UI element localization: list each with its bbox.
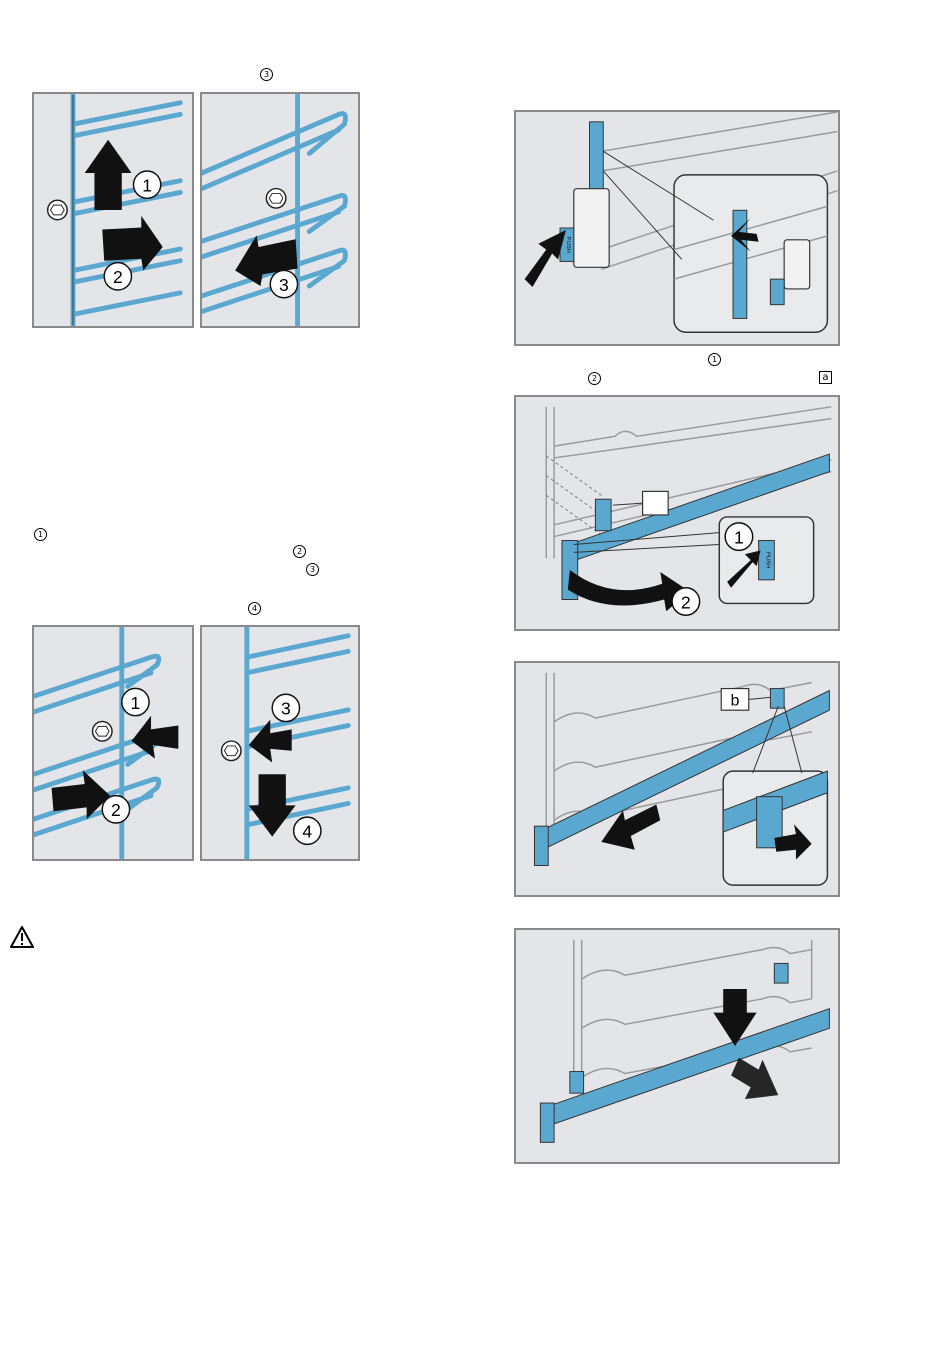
callout-3: 3 bbox=[272, 694, 299, 721]
callout-1: 1 bbox=[133, 171, 160, 198]
callout-1: 1 bbox=[725, 523, 753, 551]
svg-text:4: 4 bbox=[302, 822, 312, 842]
callout-2: 2 bbox=[672, 588, 700, 616]
arrow-left-icon bbox=[249, 720, 292, 763]
step-marker-3-top: 3 bbox=[260, 68, 273, 81]
label-marker-a: a bbox=[819, 371, 832, 384]
svg-text:2: 2 bbox=[113, 267, 123, 287]
callout-4: 4 bbox=[294, 817, 321, 844]
figure-rail-swing-out: PUSH 1 2 bbox=[514, 395, 840, 631]
svg-text:2: 2 bbox=[111, 800, 121, 820]
callout-2: 2 bbox=[102, 796, 129, 823]
figure-rail-hook-step1-2: 1 2 bbox=[32, 625, 194, 861]
callout-3: 3 bbox=[270, 270, 297, 297]
svg-text:3: 3 bbox=[281, 699, 291, 719]
svg-text:1: 1 bbox=[131, 693, 141, 713]
svg-text:1: 1 bbox=[142, 175, 152, 195]
callout-1: 1 bbox=[122, 688, 149, 715]
arrow-swing-icon bbox=[568, 570, 690, 611]
step-marker-2-left: 2 bbox=[293, 545, 306, 558]
label-b: b bbox=[721, 689, 770, 711]
step-marker-1-right: 1 bbox=[708, 353, 721, 366]
callout-2: 2 bbox=[104, 263, 131, 290]
figure-rail-remove bbox=[514, 928, 840, 1164]
arrow-down-right-icon bbox=[731, 1058, 778, 1099]
inset-detail bbox=[603, 151, 827, 332]
figure-push-release-clip: PUSH bbox=[514, 110, 840, 346]
arrow-left-icon bbox=[132, 716, 179, 759]
figure-rail-slide-back: b bbox=[514, 661, 840, 897]
step-marker-4-left: 4 bbox=[248, 602, 261, 615]
step-marker-3-left: 3 bbox=[306, 563, 319, 576]
svg-text:1: 1 bbox=[734, 527, 744, 547]
arrow-down-icon bbox=[249, 774, 296, 836]
figure-rail-unhook-step3: 3 bbox=[200, 92, 360, 328]
svg-text:2: 2 bbox=[681, 592, 691, 612]
warning-triangle-icon bbox=[10, 926, 34, 948]
figure-rail-hook-step3-4: 3 4 bbox=[200, 625, 360, 861]
svg-text:PUSH: PUSH bbox=[565, 237, 571, 253]
step-marker-2-right: 2 bbox=[588, 372, 601, 385]
svg-text:b: b bbox=[731, 692, 740, 709]
svg-text:PUSH: PUSH bbox=[764, 552, 770, 568]
svg-text:3: 3 bbox=[279, 275, 289, 295]
figure-rail-unhook-step1-2: 1 2 bbox=[32, 92, 194, 328]
step-marker-1-left: 1 bbox=[34, 528, 47, 541]
